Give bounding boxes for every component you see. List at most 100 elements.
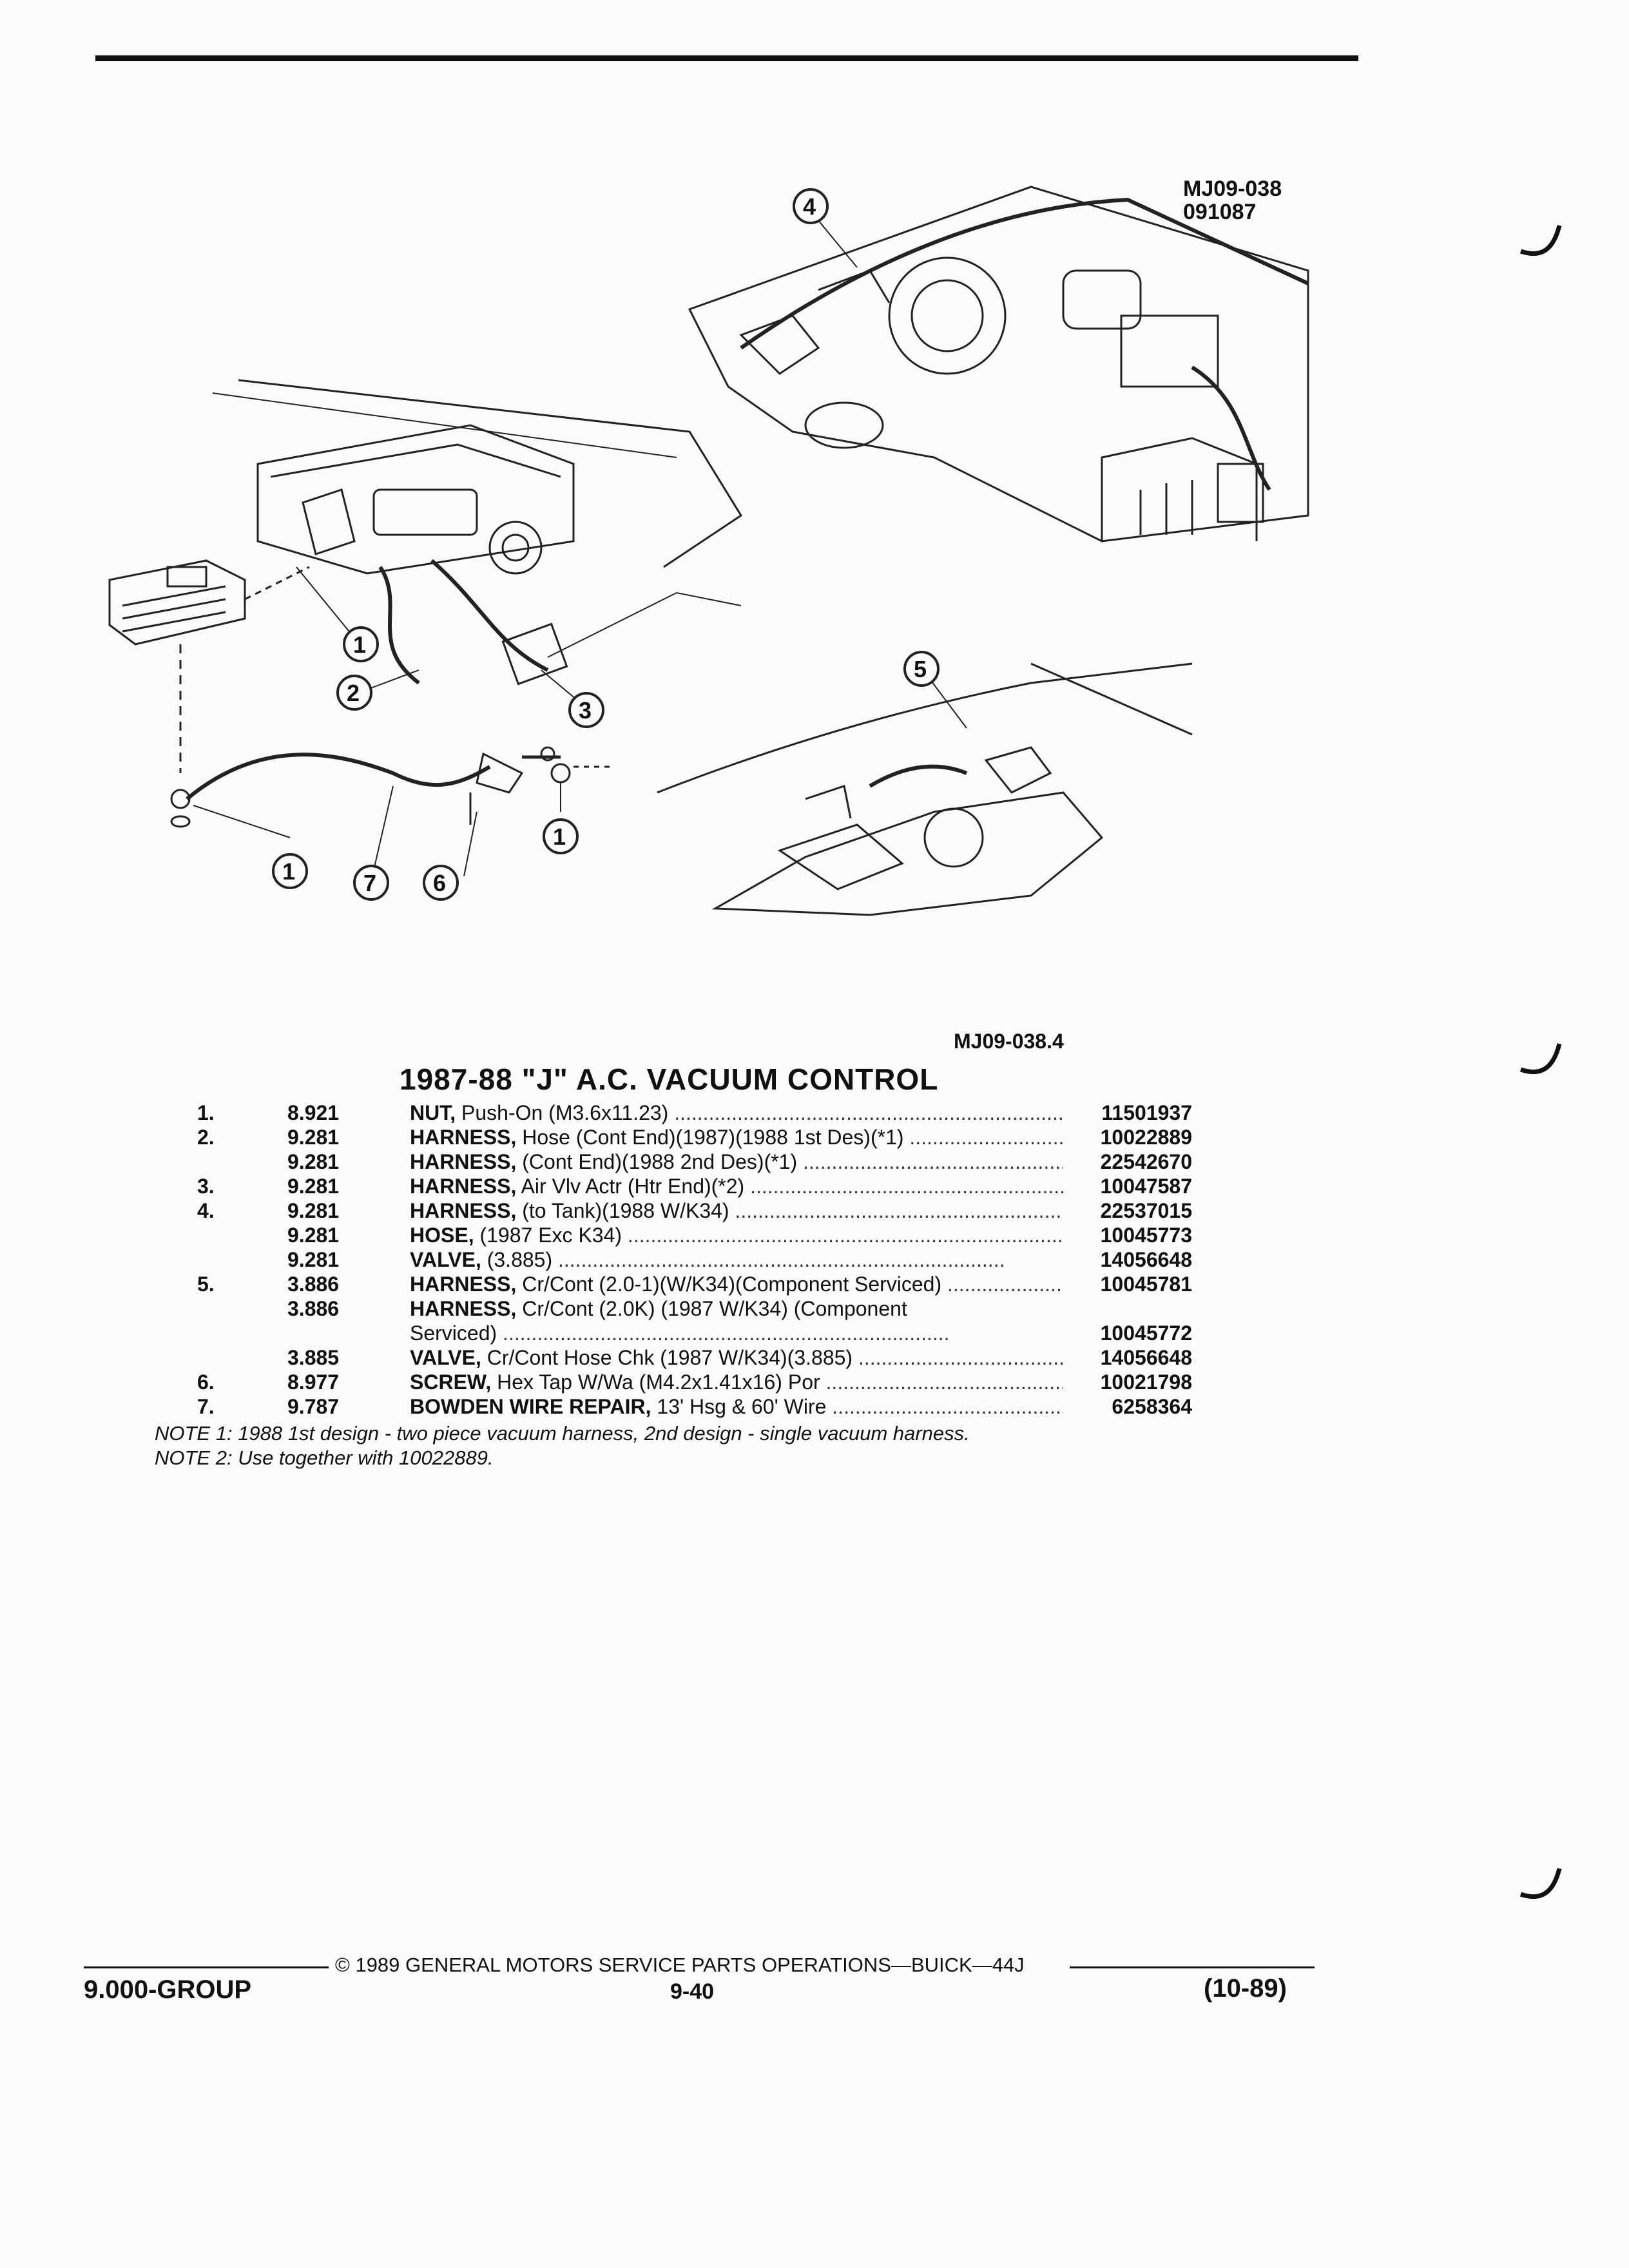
group-number: 9.281 bbox=[287, 1150, 340, 1173]
leader-lines bbox=[193, 212, 967, 877]
item-number bbox=[161, 1149, 238, 1174]
part-name: HARNESS, bbox=[410, 1273, 517, 1296]
part-spec: Cr/Cont (2.0K) (1987 W/K34) (Component bbox=[516, 1297, 907, 1320]
part-number bbox=[1063, 1296, 1192, 1321]
part-name: SCREW, bbox=[410, 1370, 492, 1394]
group-number bbox=[238, 1321, 410, 1345]
parts-diagram: 4 5 1 2 3 1 7 6 bbox=[97, 155, 1398, 954]
part-description: SCREW, Hex Tap W/Wa (M4.2x1.41x16) Por .… bbox=[410, 1370, 1063, 1394]
binder-mark bbox=[1519, 1043, 1562, 1075]
item-number bbox=[161, 1296, 238, 1321]
parts-row: 9.281 HARNESS, (Cont End)(1988 2nd Des)(*… bbox=[161, 1149, 1192, 1174]
group-number: 9.281 bbox=[287, 1175, 340, 1198]
part-spec: Cr/Cont (2.0-1)(W/K34)(Component Service… bbox=[516, 1273, 942, 1296]
item-number bbox=[161, 1345, 238, 1370]
binder-mark bbox=[1519, 225, 1562, 256]
leader-dots: ........................................… bbox=[947, 1273, 1063, 1296]
part-number: 22537015 bbox=[1100, 1199, 1192, 1222]
notes: NOTE 1: 1988 1st design - two piece vacu… bbox=[155, 1421, 970, 1470]
svg-text:1: 1 bbox=[353, 631, 366, 658]
part-name: HARNESS, bbox=[410, 1150, 517, 1173]
leader-dots: ........................................… bbox=[750, 1175, 1063, 1198]
item-number bbox=[161, 1223, 238, 1247]
part-number: 10045773 bbox=[1100, 1224, 1192, 1247]
item-number: 1. bbox=[197, 1101, 215, 1124]
group-number: 8.921 bbox=[287, 1101, 340, 1124]
group-number: 9.787 bbox=[287, 1395, 340, 1418]
part-description: BOWDEN WIRE REPAIR, 13' Hsg & 60' Wire .… bbox=[410, 1394, 1063, 1419]
parts-row: Serviced) ..............................… bbox=[161, 1321, 1192, 1345]
part-spec: (Cont End)(1988 2nd Des)(*1) bbox=[516, 1150, 798, 1173]
leader-dots: ........................................… bbox=[803, 1150, 1063, 1173]
leader-dots: ........................................… bbox=[858, 1346, 1063, 1369]
part-name: BOWDEN WIRE REPAIR, bbox=[410, 1395, 651, 1418]
part-spec: Push-On (M3.6x11.23) bbox=[456, 1101, 669, 1124]
callout-1a: 1 bbox=[343, 626, 379, 662]
svg-text:3: 3 bbox=[579, 697, 592, 724]
engine-compartment-drawing bbox=[688, 186, 1309, 543]
part-spec: Serviced) bbox=[410, 1321, 497, 1345]
callout-3: 3 bbox=[568, 692, 604, 728]
footer-copyright: © 1989 GENERAL MOTORS SERVICE PARTS OPER… bbox=[335, 1954, 1025, 1976]
svg-text:4: 4 bbox=[803, 193, 816, 220]
item-number: 2. bbox=[197, 1126, 215, 1149]
note-2: NOTE 2: Use together with 10022889. bbox=[155, 1446, 494, 1469]
leader-dots: ........................................… bbox=[552, 1248, 1005, 1271]
footer-page-number: 9-40 bbox=[670, 1979, 715, 2004]
callout-5: 5 bbox=[903, 651, 940, 687]
part-name: VALVE, bbox=[410, 1248, 481, 1271]
leader-dots: ........................................… bbox=[622, 1224, 1063, 1247]
leader-dots: ........................................… bbox=[497, 1321, 950, 1345]
svg-text:1: 1 bbox=[553, 823, 566, 850]
part-description: HARNESS, Cr/Cont (2.0-1)(W/K34)(Componen… bbox=[410, 1272, 1063, 1296]
part-number: 10045781 bbox=[1100, 1273, 1192, 1296]
callout-4: 4 bbox=[793, 188, 829, 224]
part-spec: Hose (Cont End)(1987)(1988 1st Des)(*1) bbox=[516, 1126, 904, 1149]
part-description: VALVE, (3.885) .........................… bbox=[410, 1247, 1063, 1272]
figure-code: MJ09-038 bbox=[1183, 177, 1282, 201]
part-description: HARNESS, (Cont End)(1988 2nd Des)(*1) ..… bbox=[410, 1149, 1063, 1174]
note-1: NOTE 1: 1988 1st design - two piece vacu… bbox=[155, 1422, 970, 1445]
callout-7: 7 bbox=[353, 865, 389, 901]
footer-date: (10-89) bbox=[1204, 1974, 1287, 2003]
item-number: 3. bbox=[197, 1175, 215, 1198]
part-spec: 13' Hsg & 60' Wire bbox=[651, 1395, 827, 1418]
leader-dots: ........................................… bbox=[909, 1126, 1063, 1149]
leader-dots: ........................................… bbox=[832, 1395, 1063, 1418]
parts-row: 3.886 HARNESS, Cr/Cont (2.0K) (1987 W/K34… bbox=[161, 1296, 1192, 1321]
part-description: VALVE, Cr/Cont Hose Chk (1987 W/K34)(3.8… bbox=[410, 1345, 1063, 1370]
figure-date-code: 091087 bbox=[1183, 200, 1257, 224]
parts-row: 1. 8.921 NUT, Push-On (M3.6x11.23) .......… bbox=[161, 1100, 1192, 1125]
footer-rule-right bbox=[1070, 1966, 1315, 1968]
part-spec: (1987 Exc K34) bbox=[474, 1224, 622, 1247]
footer-group: 9.000-GROUP bbox=[84, 1975, 252, 2004]
part-number: 22542670 bbox=[1100, 1150, 1192, 1173]
group-number: 3.886 bbox=[287, 1273, 340, 1296]
bowden-cable-drawing bbox=[170, 746, 612, 828]
part-spec: Air Vlv Actr (Htr End)(*2) bbox=[516, 1175, 745, 1198]
leader-dots: ........................................… bbox=[674, 1101, 1063, 1124]
svg-text:2: 2 bbox=[347, 680, 360, 706]
parts-row: 3. 9.281 HARNESS, Air Vlv Actr (Htr End)(*… bbox=[161, 1174, 1192, 1198]
part-description: HOSE, (1987 Exc K34) ...................… bbox=[410, 1223, 1063, 1247]
svg-text:5: 5 bbox=[914, 656, 927, 682]
part-number: 10047587 bbox=[1100, 1175, 1192, 1198]
part-spec: (to Tank)(1988 W/K34) bbox=[516, 1199, 729, 1222]
part-description: HARNESS, Cr/Cont (2.0K) (1987 W/K34) (Co… bbox=[410, 1296, 1063, 1321]
part-name: HARNESS, bbox=[410, 1297, 517, 1320]
group-number: 3.886 bbox=[287, 1297, 340, 1320]
group-number: 9.281 bbox=[287, 1126, 340, 1149]
part-number: 11501937 bbox=[1101, 1101, 1192, 1124]
part-name: VALVE, bbox=[410, 1346, 481, 1369]
part-name: HARNESS, bbox=[410, 1175, 517, 1198]
svg-text:6: 6 bbox=[433, 870, 446, 896]
group-number: 8.977 bbox=[287, 1370, 340, 1394]
part-number: 14056648 bbox=[1100, 1346, 1192, 1369]
part-spec: Cr/Cont Hose Chk (1987 W/K34)(3.885) bbox=[481, 1346, 853, 1369]
part-name: NUT, bbox=[410, 1101, 456, 1124]
